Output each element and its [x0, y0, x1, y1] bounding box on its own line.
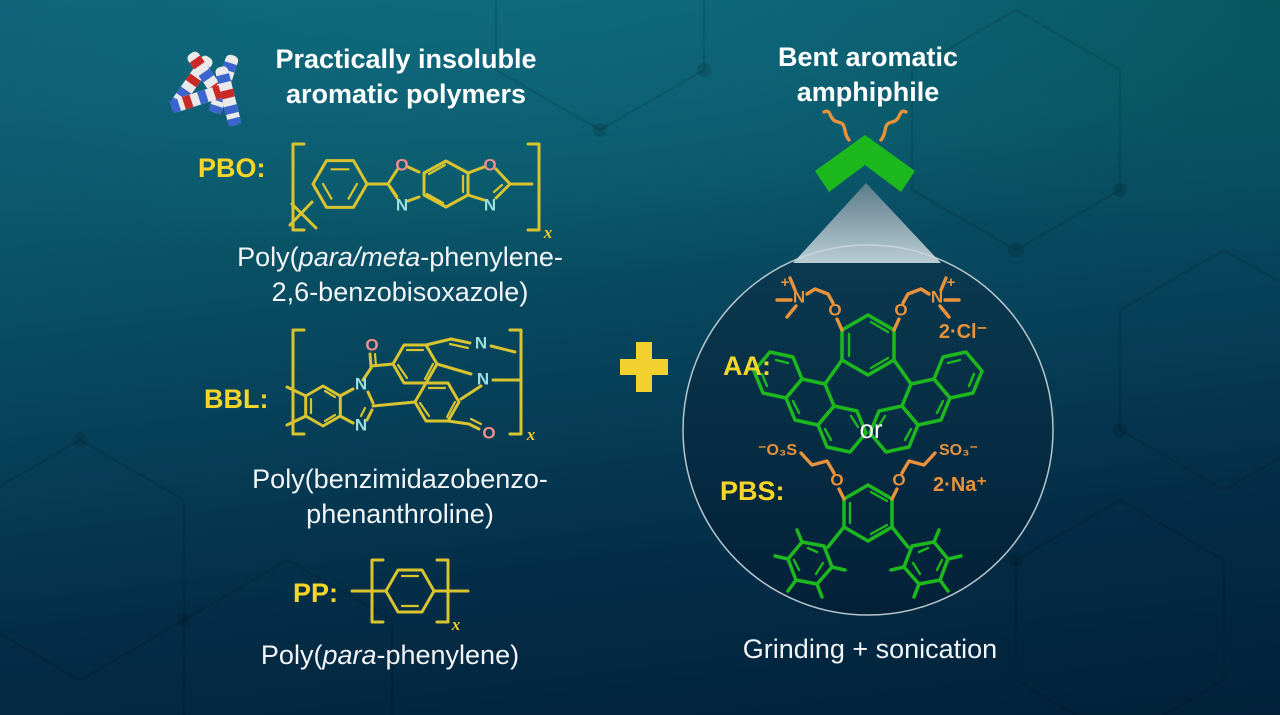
aa-oxygen-left: O [828, 300, 841, 319]
pbo-structure: O O N N x [288, 142, 553, 242]
aa-charge-left: + [781, 274, 790, 291]
bbl-caption-line2: phenanthroline) [306, 499, 494, 529]
right-header-line1: Bent aromatic [777, 42, 959, 72]
pbs-oxygen-right: O [892, 470, 905, 489]
bent-amphiphile-icon [815, 109, 915, 192]
magnifier-funnel [793, 183, 941, 263]
bbl-label: BBL: [204, 384, 269, 414]
pbo-oxygen-right: O [483, 155, 496, 174]
right-header: Bent aromatic amphiphile [758, 40, 978, 110]
bbl-oxygen-bottom: O [482, 423, 495, 442]
left-header-line2: aromatic polymers [285, 79, 527, 109]
bbl-repeat-x: x [526, 425, 536, 444]
or-text: or [859, 414, 883, 444]
bbl-oxygen-top: O [365, 335, 378, 354]
pbs-structure: O O ⁻O₃S SO₃⁻ 2·Na⁺ [758, 442, 987, 599]
pp-caption-italic: para [322, 640, 377, 670]
aa-counterion: 2·Cl⁻ [939, 321, 987, 343]
pbo-caption-line2: 2,6-benzobisoxazole) [271, 277, 529, 307]
pbo-oxygen-left: O [395, 155, 408, 174]
pbs-oxygen-left: O [830, 470, 843, 489]
pp-structure: x [350, 558, 470, 634]
bbl-structure: N N O N N O x [285, 328, 536, 444]
pbs-sulfonate-left: ⁻O₃S [758, 442, 797, 459]
left-header: Practically insoluble aromatic polymers [253, 42, 559, 112]
aa-charge-right: + [947, 274, 956, 291]
bbl-caption: Poly(benzimidazobenzo- phenanthroline) [210, 462, 590, 532]
pbo-nitrogen-right: N [484, 195, 496, 214]
pbo-label: PBO: [198, 153, 266, 183]
aa-label: AA: [723, 351, 771, 381]
pbs-counterion: 2·Na⁺ [933, 474, 987, 496]
pbs-sulfonate-right: SO₃⁻ [939, 442, 978, 459]
pbo-caption-italic: para/meta [298, 242, 421, 272]
aa-nitrogen-right: N [931, 287, 943, 306]
pbo-caption: Poly(para/meta-phenylene- 2,6-benzobisox… [205, 240, 595, 310]
bbl-nitrogen-2: N [355, 415, 367, 434]
pp-caption: Poly(para-phenylene) [225, 638, 555, 673]
bbl-nitrogen-3: N [475, 333, 487, 352]
pbo-caption-post: -phenylene- [420, 242, 563, 272]
aa-nitrogen-left: N [793, 287, 805, 306]
right-header-line2: amphiphile [796, 77, 940, 107]
pbo-nitrogen-left: N [396, 195, 408, 214]
pp-label: PP: [293, 578, 339, 608]
grinding-caption: Grinding + sonication [742, 634, 998, 664]
pbs-label: PBS: [720, 476, 785, 506]
bbl-nitrogen-1: N [355, 374, 367, 393]
pp-caption-post: -phenylene) [376, 640, 520, 670]
pbo-caption-line1: Poly(para/meta-phenylene- [205, 240, 595, 275]
bbl-caption-line1: Poly(benzimidazobenzo- [252, 464, 548, 494]
plus-symbol [620, 342, 668, 392]
aa-oxygen-right: O [894, 300, 907, 319]
pp-repeat-x: x [451, 615, 461, 634]
entangled-polymers-icon [169, 49, 242, 127]
bbl-nitrogen-4: N [477, 369, 489, 388]
pbo-caption-pre: Poly( [237, 242, 299, 272]
pp-caption-pre: Poly( [260, 640, 323, 670]
left-header-line1: Practically insoluble [275, 44, 537, 74]
